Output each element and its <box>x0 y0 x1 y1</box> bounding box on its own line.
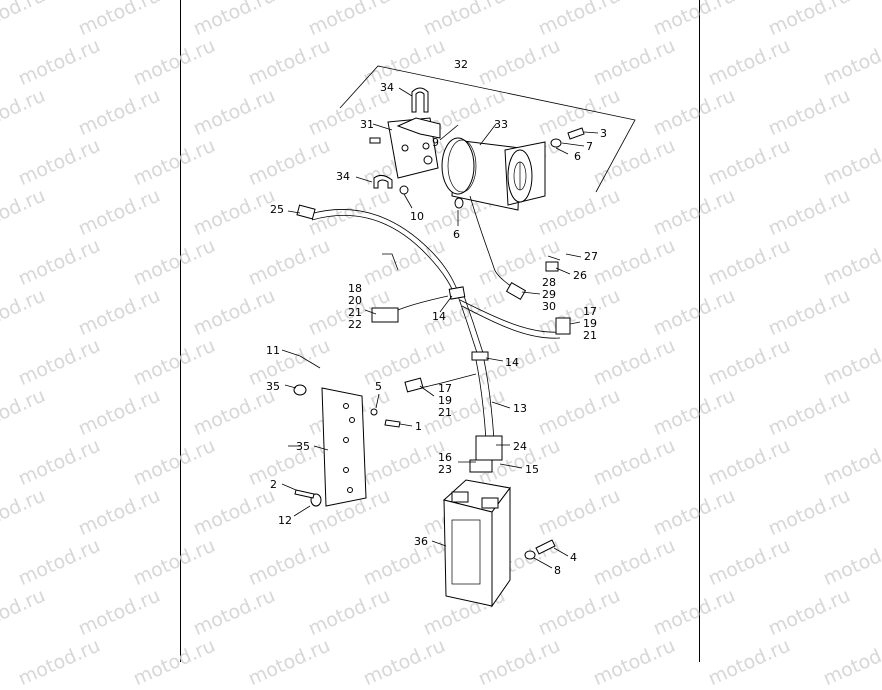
callout-17-center: 17 <box>438 382 452 395</box>
callout-19-center: 19 <box>438 394 452 407</box>
callout-10: 10 <box>410 210 424 223</box>
mounting-bracket <box>369 87 441 195</box>
control-module <box>442 479 511 608</box>
callout-30: 30 <box>542 300 556 313</box>
callout-16: 16 <box>438 451 452 464</box>
callout-9: 9 <box>432 136 439 149</box>
callout-34-top: 34 <box>380 81 394 94</box>
callout-36: 36 <box>414 535 428 548</box>
callout-29: 29 <box>542 288 556 301</box>
callout-4: 4 <box>570 551 577 564</box>
callout-17-right: 17 <box>583 305 597 318</box>
callout-25: 25 <box>270 203 284 216</box>
connectors <box>296 204 571 473</box>
callout-6-center: 6 <box>453 228 460 241</box>
callout-23: 23 <box>438 463 452 476</box>
callout-34-bottom: 34 <box>336 170 350 183</box>
callout-24: 24 <box>513 440 527 453</box>
callout-3: 3 <box>600 127 607 140</box>
exploded-view: 32 34 31 9 33 3 7 6 34 10 6 25 27 26 28 … <box>266 58 636 608</box>
assembly-bracket-32 <box>339 65 636 193</box>
horn-hardware <box>454 127 585 209</box>
callout-18: 18 <box>348 282 362 295</box>
callout-21-left: 21 <box>348 306 362 319</box>
callout-22: 22 <box>348 318 362 331</box>
callout-14-lower: 14 <box>505 356 519 369</box>
callout-33: 33 <box>494 118 508 131</box>
callout-21-center: 21 <box>438 406 452 419</box>
mounting-plate <box>293 355 401 507</box>
callout-5: 5 <box>375 380 382 393</box>
bolt-washer <box>524 539 556 560</box>
leader-lines <box>281 87 599 569</box>
callout-7: 7 <box>586 140 593 153</box>
callout-labels: 32 34 31 9 33 3 7 6 34 10 6 25 27 26 28 … <box>266 58 607 577</box>
callout-32: 32 <box>454 58 468 71</box>
callout-14-upper: 14 <box>432 310 446 323</box>
callout-31: 31 <box>360 118 374 131</box>
callout-26: 26 <box>573 269 587 282</box>
callout-28: 28 <box>542 276 556 289</box>
diagram-frame <box>180 0 700 662</box>
callout-21-right: 21 <box>583 329 597 342</box>
callout-19-right: 19 <box>583 317 597 330</box>
callout-11: 11 <box>266 344 280 357</box>
callout-20: 20 <box>348 294 362 307</box>
callout-12: 12 <box>278 514 292 527</box>
callout-35-bottom: 35 <box>296 440 310 453</box>
callout-35-top: 35 <box>266 380 280 393</box>
callout-8: 8 <box>554 564 561 577</box>
callout-6-right: 6 <box>574 150 581 163</box>
callout-13: 13 <box>513 402 527 415</box>
callout-2: 2 <box>270 478 277 491</box>
wiring-harness <box>309 195 561 441</box>
callout-1: 1 <box>415 420 422 433</box>
horn-siren <box>441 137 546 211</box>
callout-15: 15 <box>525 463 539 476</box>
callout-27: 27 <box>584 250 598 263</box>
